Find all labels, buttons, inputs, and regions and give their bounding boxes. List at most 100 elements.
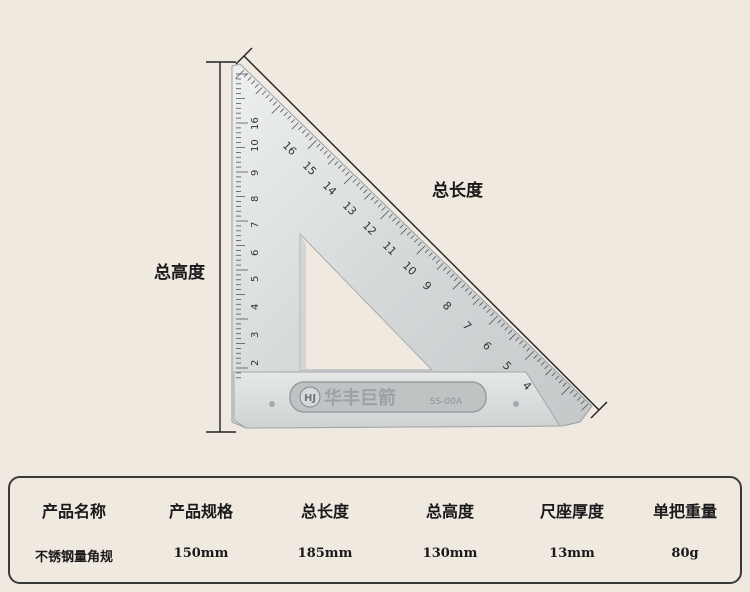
hypotenuse-tick	[269, 97, 274, 102]
triangle-square-ruler: HJ 华丰巨箭 SS-00A 16 10 9 8 7 6 5 4 3 2 16 …	[231, 63, 593, 429]
hypotenuse-tick	[388, 213, 393, 218]
hypotenuse-tick	[452, 280, 462, 290]
logo-mark: HJ	[304, 393, 316, 404]
model-text: SS-00A	[430, 397, 463, 407]
value-total-height: 130mm	[422, 546, 478, 561]
hypotenuse-tick	[453, 277, 458, 282]
hypotenuse-tick	[291, 122, 299, 130]
hypotenuse-tick	[359, 185, 364, 190]
hypotenuse-tick	[416, 245, 426, 255]
value-base-thickness: 13mm	[549, 546, 595, 561]
hypotenuse-scale-ticks	[235, 69, 589, 411]
hypotenuse-tick	[436, 263, 444, 271]
vertical-number: 8	[250, 196, 261, 202]
header-product-name: 产品名称	[41, 502, 106, 521]
hypotenuse-tick	[243, 73, 248, 78]
vertical-number: 6	[250, 250, 261, 256]
height-dimension-line	[206, 61, 236, 433]
hypotenuse-tick	[377, 203, 382, 208]
hypotenuse-tick	[271, 104, 281, 114]
hypotenuse-tick	[352, 178, 357, 183]
hypotenuse-tick	[254, 83, 259, 88]
spec-table: 产品名称 产品规格 总长度 总高度 尺座厚度 单把重量 不锈钢量角规 150mm…	[8, 476, 742, 584]
hypotenuse-tick	[555, 375, 560, 380]
hypotenuse-tick	[424, 249, 429, 254]
hypotenuse-tick	[363, 189, 368, 194]
hypotenuse-tick	[558, 379, 563, 384]
hypotenuse-tick	[471, 294, 477, 299]
hypotenuse-tick	[551, 372, 556, 377]
header-total-length: 总长度	[300, 502, 349, 521]
hypotenuse-tick	[468, 291, 473, 296]
hypotenuse-tick	[526, 347, 531, 352]
hypotenuse-tick	[573, 393, 578, 398]
hypotenuse-tick	[280, 108, 285, 113]
hypotenuse-tick	[323, 150, 328, 155]
hypotenuse-tick	[380, 210, 390, 220]
hypotenuse-tick	[413, 238, 419, 243]
header-unit-weight: 单把重量	[652, 502, 717, 521]
hypotenuse-tick	[235, 69, 245, 79]
hypotenuse-tick	[508, 329, 513, 334]
value-product-name: 不锈钢量角规	[34, 550, 113, 565]
hypotenuse-tick	[247, 76, 252, 81]
hypotenuse-tick	[406, 231, 411, 236]
hypotenuse-tick	[519, 340, 524, 345]
hypotenuse-tick	[370, 196, 375, 201]
vertical-number: 5	[250, 276, 261, 282]
hypotenuse-tick	[569, 389, 574, 394]
hypotenuse-tick	[562, 382, 567, 387]
hypotenuse-tick	[488, 315, 498, 325]
hypotenuse-tick	[343, 175, 353, 185]
hypotenuse-tick	[283, 111, 288, 117]
hypotenuse-tick	[432, 256, 437, 261]
hypotenuse-tick	[522, 343, 527, 349]
hypotenuse-tick	[497, 319, 502, 324]
hypotenuse-tick	[356, 182, 361, 187]
hypotenuse-tick	[442, 266, 448, 271]
value-product-spec: 150mm	[173, 546, 229, 561]
hypotenuse-tick	[307, 140, 317, 150]
hypotenuse-tick	[327, 157, 335, 165]
hypotenuse-tick	[537, 358, 542, 363]
hypotenuse-tick	[341, 168, 346, 173]
hypotenuse-tick	[334, 161, 339, 166]
hypotenuse-tick	[337, 164, 343, 169]
hypotenuse-tick	[399, 224, 404, 229]
vertical-number: 16	[250, 117, 261, 130]
hypotenuse-tick	[417, 241, 422, 247]
hypotenuse-tick	[255, 87, 263, 95]
hypotenuse-tick	[265, 94, 270, 99]
hypotenuse-tick	[364, 192, 372, 200]
hypotenuse-tick	[298, 125, 303, 131]
hypotenuse-tick	[515, 336, 520, 342]
hypotenuse-tick	[308, 136, 314, 141]
vertical-scale-ticks	[236, 73, 248, 379]
hypotenuse-tick	[524, 350, 534, 361]
hypotenuse-tick	[381, 206, 386, 211]
hypotenuse-tick	[446, 270, 451, 275]
header-total-height: 总高度	[425, 502, 474, 521]
hypotenuse-tick	[561, 386, 571, 396]
hypotenuse-tick	[374, 199, 379, 204]
hypotenuse-tick	[251, 80, 256, 85]
hypotenuse-tick	[261, 90, 267, 95]
hypotenuse-tick	[410, 234, 415, 240]
hypotenuse-tick	[287, 115, 292, 120]
hypotenuse-tick	[504, 326, 509, 331]
hypotenuse-tick	[450, 273, 455, 278]
hypotenuse-tick	[464, 287, 469, 292]
hypotenuse-tick	[345, 171, 350, 176]
hypotenuse-tick	[545, 368, 553, 376]
total-height-label: 总高度	[154, 263, 205, 283]
value-unit-weight: 80g	[671, 546, 699, 561]
hypotenuse-tick	[319, 147, 324, 152]
hypotenuse-tick	[540, 361, 545, 366]
vertical-number: 2	[250, 360, 261, 366]
hypotenuse-tick	[508, 333, 516, 341]
hypotenuse-tick	[544, 365, 549, 370]
hypotenuse-tick	[327, 154, 332, 159]
hypotenuse-tick	[581, 403, 589, 411]
hypotenuse-tick	[290, 118, 295, 124]
